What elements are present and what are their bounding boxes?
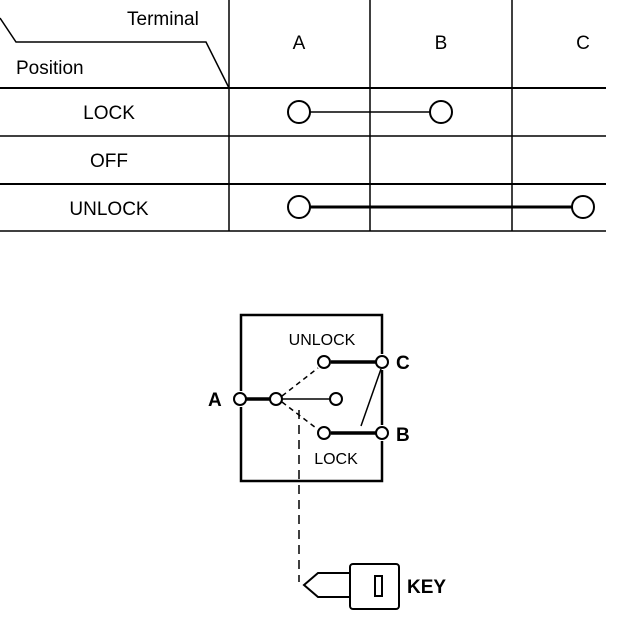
off-contact-node [329, 392, 343, 406]
continuity-lock-node-b [429, 100, 453, 124]
terminal-c-header: C [576, 33, 590, 54]
wire-c-to-b [360, 368, 382, 427]
lock-contact-node [317, 426, 331, 440]
terminal-b-header: B [435, 33, 448, 54]
switch-label-lock: LOCK [314, 451, 358, 468]
header-terminal: Terminal [127, 9, 199, 30]
key-slot [374, 575, 383, 597]
key-blade [302, 572, 351, 598]
key-label: KEY [407, 577, 446, 598]
terminal-b-node [375, 426, 389, 440]
continuity-unlock-node-c [571, 195, 595, 219]
header-diagonal [0, 17, 230, 89]
throw-unlock [281, 367, 319, 397]
switch-schematic [233, 313, 389, 582]
switch-terminal-b-label: B [396, 425, 410, 446]
continuity-lock [287, 100, 453, 124]
row-label-off: OFF [90, 151, 128, 172]
switch-terminal-a-label: A [208, 390, 222, 411]
row-label-unlock: UNLOCK [69, 199, 149, 220]
terminal-c-node [375, 355, 389, 369]
switch-label-unlock: UNLOCK [289, 332, 356, 349]
row-label-lock: LOCK [83, 103, 135, 124]
terminal-a-node [233, 392, 247, 406]
continuity-unlock [287, 195, 595, 219]
key-icon [302, 563, 400, 610]
header-position: Position [16, 58, 84, 79]
terminal-a-header: A [293, 33, 306, 54]
switch-terminal-c-label: C [396, 353, 410, 374]
continuity-lock-node-a [287, 100, 311, 124]
continuity-table [0, 0, 606, 232]
pivot-node [269, 392, 283, 406]
unlock-contact-node [317, 355, 331, 369]
continuity-unlock-node-a [287, 195, 311, 219]
